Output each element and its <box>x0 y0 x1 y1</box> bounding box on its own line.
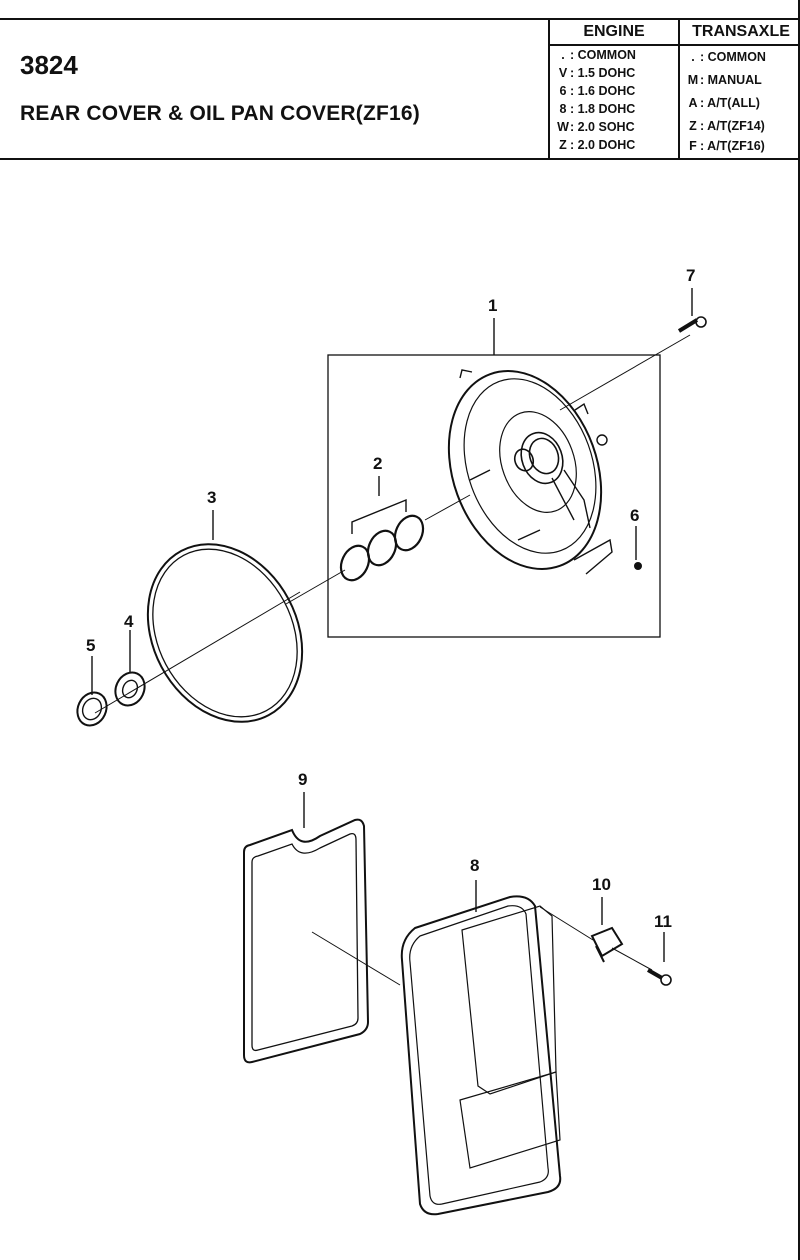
transaxle-value: : A/T(ALL) <box>700 96 760 110</box>
transaxle-key: A <box>688 96 698 110</box>
washer-5-hole <box>81 697 103 721</box>
engine-legend-row: V: 1.5 DOHC <box>556 66 635 80</box>
engine-key: Z <box>559 138 567 152</box>
axis-line <box>311 931 401 986</box>
o-ring-large-inner <box>152 548 298 718</box>
engine-key: W <box>557 120 569 134</box>
callout-4: 4 <box>124 612 134 631</box>
transaxle-value: : MANUAL <box>700 73 762 87</box>
callout-11: 11 <box>654 912 672 931</box>
transaxle-legend-row: A: A/T(ALL) <box>686 96 760 110</box>
callout-1: 1 <box>488 296 498 315</box>
callout-3: 3 <box>207 488 217 507</box>
axis-line <box>539 906 594 941</box>
transaxle-value: : COMMON <box>700 50 766 64</box>
engine-key: 8 <box>559 102 567 116</box>
axis-line <box>611 947 653 971</box>
engine-legend: ENGINE . : COMMON V: 1.5 DOHC 6: 1.6 DOHC… <box>548 20 678 158</box>
header-bottom-rule <box>0 158 800 160</box>
seal-ring <box>393 514 425 552</box>
transaxle-legend-row: F: A/T(ZF16) <box>686 139 765 153</box>
washer-4 <box>114 671 146 707</box>
transaxle-key: . <box>691 50 695 64</box>
header: 3824 REAR COVER & OIL PAN COVER(ZF16) EN… <box>0 0 800 160</box>
transaxle-legend-row: . : COMMON <box>686 50 766 64</box>
transaxle-legend-row: Z: A/T(ZF14) <box>686 119 765 133</box>
axis-line <box>424 494 471 521</box>
plug-6 <box>634 562 642 570</box>
engine-legend-row: 8: 1.8 DOHC <box>556 102 636 116</box>
oil-pan-cover <box>400 895 562 1216</box>
callout-7: 7 <box>686 266 696 285</box>
transaxle-value: : A/T(ZF16) <box>700 139 765 153</box>
page-right-border <box>798 0 800 1260</box>
engine-legend-row: . : COMMON <box>556 48 636 62</box>
transaxle-key: Z <box>689 119 697 133</box>
bolt-11 <box>647 968 672 986</box>
callout-2: 2 <box>373 454 383 473</box>
callout-5: 5 <box>86 636 96 655</box>
engine-key: V <box>558 66 568 80</box>
transaxle-legend: TRANSAXLE . : COMMON M: MANUAL A: A/T(ALL… <box>678 20 800 158</box>
axis-line <box>94 591 301 714</box>
engine-value: : 1.5 DOHC <box>570 66 636 80</box>
engine-legend-heading: ENGINE <box>550 20 678 46</box>
transaxle-legend-heading: TRANSAXLE <box>680 20 800 46</box>
o-ring-large <box>146 543 304 723</box>
engine-key: . <box>561 48 565 62</box>
axis-line <box>559 334 691 411</box>
clip-10 <box>590 926 624 963</box>
rear-cover <box>447 369 613 575</box>
engine-value: : 2.0 DOHC <box>570 138 636 152</box>
callout-10: 10 <box>592 875 611 894</box>
callout-9: 9 <box>298 770 308 789</box>
axis-line <box>285 569 346 605</box>
bracket-2 <box>351 498 407 534</box>
washer-5 <box>76 691 108 727</box>
engine-legend-row: 6: 1.6 DOHC <box>556 84 636 98</box>
engine-value: : 2.0 SOHC <box>570 120 635 134</box>
top-rule <box>0 18 800 20</box>
transaxle-key: F <box>689 139 697 153</box>
diagram-title: REAR COVER & OIL PAN COVER(ZF16) <box>20 102 420 125</box>
engine-legend-row: W: 2.0 SOHC <box>556 120 635 134</box>
part-group-code: 3824 <box>20 50 78 80</box>
engine-value: : COMMON <box>570 48 636 62</box>
engine-value: : 1.8 DOHC <box>570 102 636 116</box>
transaxle-value: : A/T(ZF14) <box>700 119 765 133</box>
engine-value: : 1.6 DOHC <box>570 84 636 98</box>
callout-8: 8 <box>470 856 480 875</box>
transaxle-key: M <box>687 73 699 87</box>
oil-pan-gasket <box>243 818 370 1064</box>
callout-6: 6 <box>630 506 640 525</box>
seal-ring <box>339 544 371 582</box>
seal-ring <box>366 529 398 567</box>
washer-4-hole <box>121 679 139 699</box>
assembly-box <box>327 354 661 638</box>
engine-key: 6 <box>559 84 567 98</box>
engine-legend-row: Z: 2.0 DOHC <box>556 138 635 152</box>
bolt-7 <box>677 316 707 333</box>
transaxle-legend-row: M: MANUAL <box>686 73 762 87</box>
